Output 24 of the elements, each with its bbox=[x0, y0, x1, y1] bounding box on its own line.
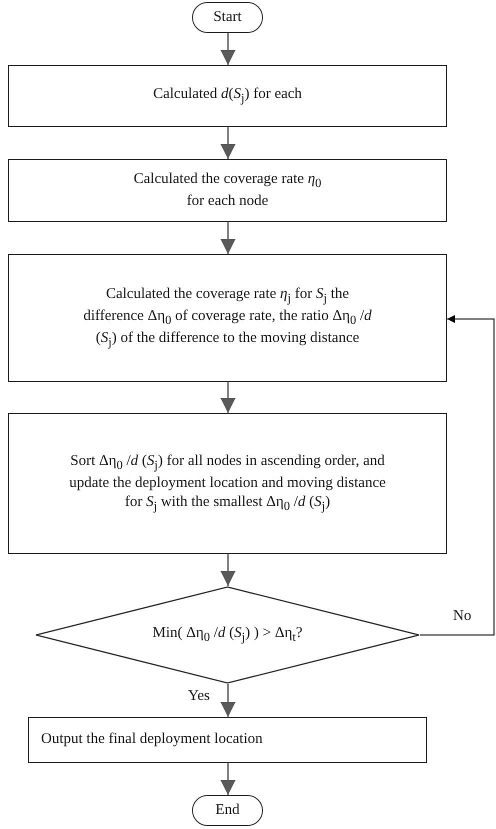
arrow bbox=[220, 222, 236, 254]
terminal bbox=[192, 795, 263, 826]
arrow bbox=[220, 382, 236, 413]
arrow bbox=[220, 127, 236, 159]
terminal bbox=[192, 2, 263, 33]
node-text: Output the final deployment location bbox=[41, 730, 263, 750]
arrow bbox=[220, 763, 236, 795]
decision-diamond bbox=[35, 586, 420, 684]
node-text: Calculated d(S$_{j}$) for each bbox=[153, 85, 302, 107]
arrow bbox=[220, 684, 236, 717]
node-text: Sort Δη$_{0}$ /d (S$_{j}$) for all nodes in ascending order, and update the deployment location and moving distance for S$_{j}$ with the smallest Δη$_{0}$ /d (S$_{j}$) bbox=[69, 452, 386, 515]
arrow bbox=[220, 554, 236, 586]
node-text: Calculated the coverage rate η$_{j}$ for S$_{j}$ the difference Δη$_{0}$ of coverage rate, the ratio Δη$_{0}$ /d (S$_{j}$) of the difference to the moving distance bbox=[82, 285, 373, 351]
process-box bbox=[8, 413, 447, 554]
output-box bbox=[28, 717, 427, 763]
process-box bbox=[8, 159, 447, 222]
process-box bbox=[8, 65, 447, 127]
node-text: Calculated the coverage rate η$_{0}$ for each node bbox=[132, 170, 322, 211]
process-box bbox=[8, 254, 447, 382]
node-text: End bbox=[215, 800, 240, 820]
node-text: Min( Δη$_{0}$ /d (S$_{j}$) ) > Δη$_{t}$? bbox=[152, 624, 302, 646]
arrow bbox=[220, 33, 236, 65]
arrow bbox=[420, 315, 494, 636]
node-text: Start bbox=[213, 8, 242, 27]
